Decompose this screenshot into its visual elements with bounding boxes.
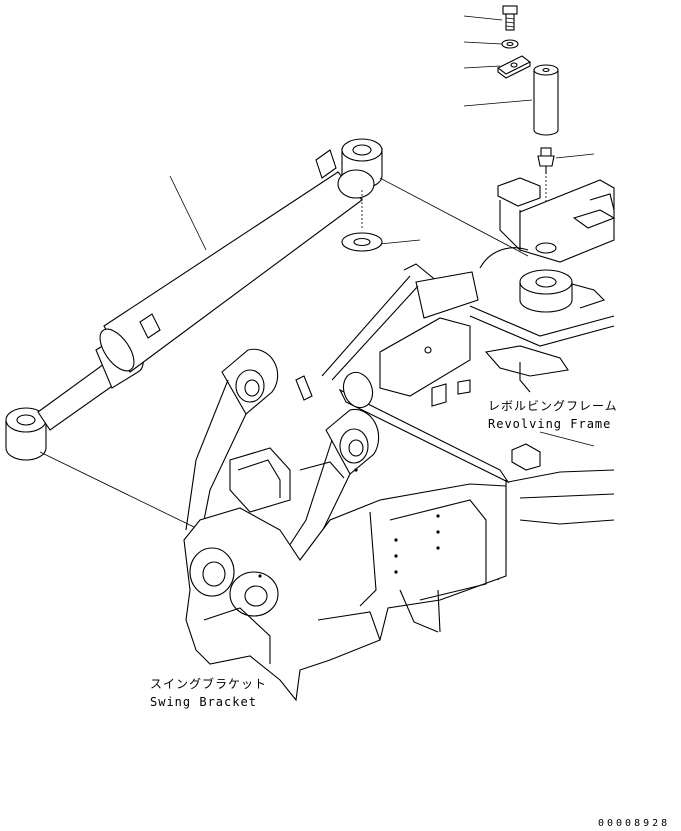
swing-bracket-label: スイングブラケット Swing Bracket bbox=[150, 676, 267, 709]
washer-part bbox=[501, 39, 519, 49]
lock-plate-part bbox=[496, 55, 532, 79]
swing-bracket bbox=[183, 348, 507, 702]
spacer-washer bbox=[341, 232, 383, 252]
revolving-frame bbox=[295, 177, 616, 581]
grease-fitting-part bbox=[537, 147, 555, 174]
document-number: 00008928 bbox=[598, 818, 670, 829]
revolving-frame-label: レボルビングフレーム Revolving Frame bbox=[488, 399, 618, 447]
bolt-part bbox=[502, 5, 518, 31]
revolving-frame-label-en: Revolving Frame bbox=[488, 417, 611, 431]
swing-bracket-label-en: Swing Bracket bbox=[150, 695, 257, 709]
hydraulic-cylinder bbox=[5, 138, 383, 461]
pin-part bbox=[533, 64, 559, 136]
swing-bracket-label-jp: スイングブラケット bbox=[150, 676, 267, 691]
callout-leaders bbox=[169, 15, 595, 251]
revolving-frame-label-jp: レボルビングフレーム bbox=[488, 399, 618, 413]
